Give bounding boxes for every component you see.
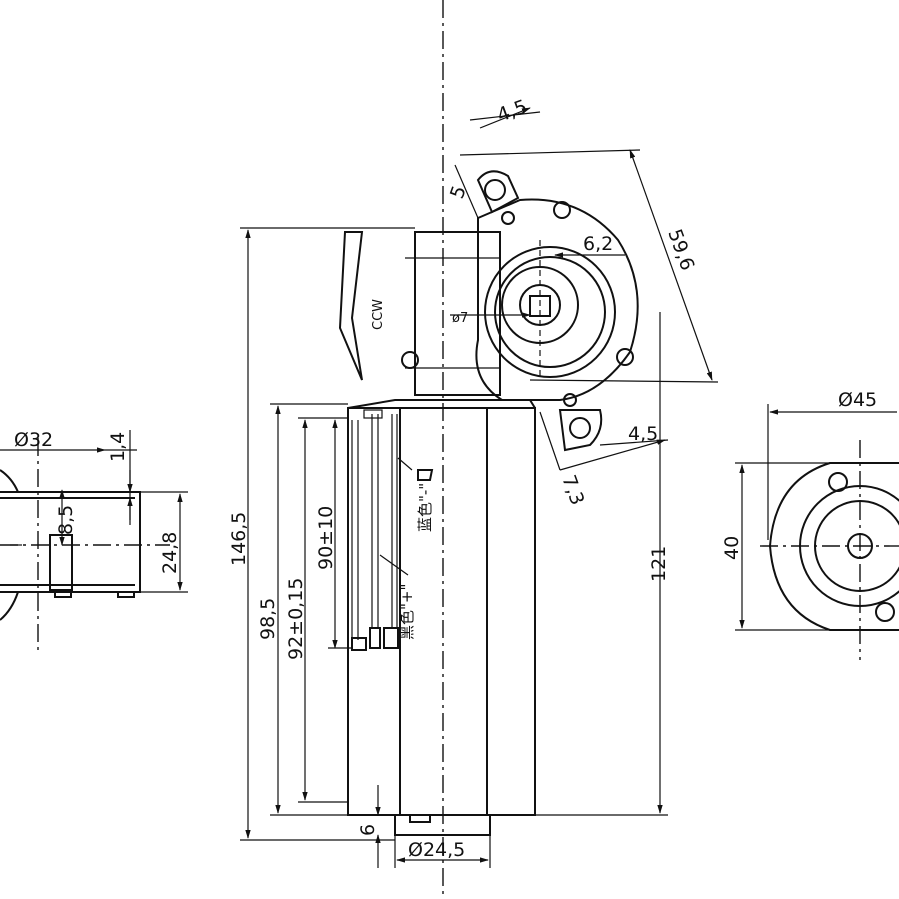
- wire-label-black: 黑色"+": [398, 584, 416, 640]
- dim-dia45: Ø45: [838, 389, 877, 411]
- dim-7-3: 7,3: [557, 472, 588, 508]
- dim-59-6: 59,6: [663, 226, 698, 273]
- dim-90: 90±10: [315, 506, 337, 570]
- right-end-view: Ø45 40: [721, 389, 899, 660]
- ccw-label: CCW: [371, 299, 386, 330]
- dim-6: 6: [357, 824, 379, 836]
- dim-92: 92±0,15: [285, 578, 307, 660]
- dim-98-5: 98,5: [257, 598, 279, 640]
- dim-4-5-bottom: 4,5: [628, 423, 658, 445]
- front-view: CCW 146,5 98,5 92±0,15 90±10 121 6 Ø24,5: [228, 0, 670, 899]
- gear-flange-view: 59,6 4,5 5 6,2 ø7 4,5 7,3: [401, 96, 719, 508]
- dim-40: 40: [721, 536, 743, 560]
- dim-dia24-5: Ø24,5: [408, 839, 465, 861]
- dim-dia7: ø7: [452, 311, 468, 326]
- left-side-view: Ø32 1,4 8,5 24,8: [0, 429, 188, 650]
- dim-146-5: 146,5: [228, 512, 250, 566]
- dim-dia32: Ø32: [14, 429, 53, 451]
- dim-8-5: 8,5: [55, 505, 77, 535]
- dim-1-4: 1,4: [107, 432, 129, 462]
- wire-label-blue: 蓝色"-": [416, 483, 434, 532]
- dim-121: 121: [648, 546, 670, 582]
- dim-5: 5: [446, 183, 471, 202]
- dim-6-2: 6,2: [583, 233, 613, 255]
- dim-24-8: 24,8: [159, 532, 181, 574]
- dim-4-5-top: 4,5: [494, 96, 530, 127]
